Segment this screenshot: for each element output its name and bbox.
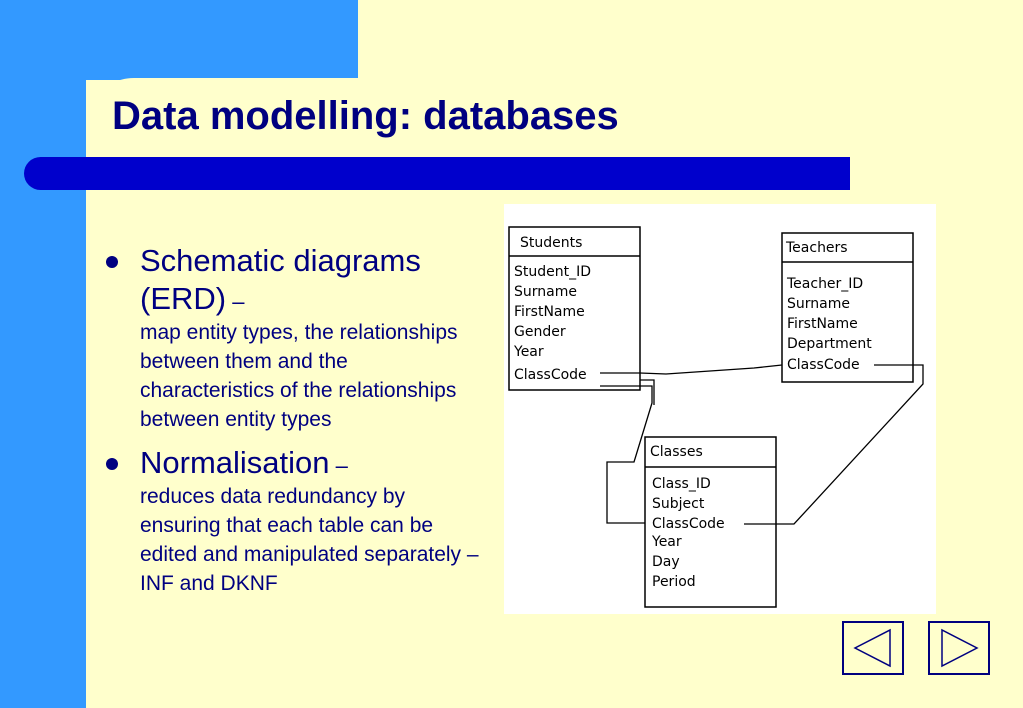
triangle-left-icon (853, 628, 891, 668)
triangle-right-icon (941, 628, 979, 668)
erd-field: Class_ID (652, 476, 711, 492)
erd-field: Day (652, 554, 680, 570)
bullet-item-normalisation: Normalisation – reduces data redundancy … (106, 444, 486, 598)
erd-field: FirstName (787, 316, 858, 332)
bullet-item-erd: Schematic diagrams (ERD) – map entity ty… (106, 242, 486, 434)
erd-table-students: Students Student_ID Surname FirstName Ge… (508, 226, 641, 391)
erd-field: Teacher_ID (786, 276, 863, 292)
erd-diagram: Students Student_ID Surname FirstName Ge… (504, 204, 936, 614)
erd-table-classes: Classes Class_ID Subject ClassCode Year … (644, 436, 777, 608)
bullet-heading: Schematic diagrams (ERD) (140, 243, 421, 316)
erd-link-students-classes-b (640, 379, 655, 405)
bullet-dash: – (226, 289, 245, 314)
erd-field: Department (787, 336, 872, 352)
background-blue-left (0, 0, 86, 708)
erd-table-title: Classes (650, 444, 703, 460)
erd-link-students-teachers (600, 364, 783, 375)
erd-field: ClassCode (787, 357, 860, 373)
title-underline-bar (24, 157, 850, 190)
bullet-dot-icon (106, 256, 118, 268)
erd-relationship-lines (600, 364, 924, 525)
erd-field: Year (513, 344, 544, 360)
bullet-list: Schematic diagrams (ERD) – map entity ty… (106, 242, 486, 608)
erd-field: Subject (652, 496, 705, 512)
bullet-dash: – (329, 453, 348, 478)
erd-table-title: Students (520, 235, 582, 251)
erd-table-teachers: Teachers Teacher_ID Surname FirstName De… (781, 232, 914, 383)
erd-field: Year (651, 534, 682, 550)
erd-field: FirstName (514, 304, 585, 320)
erd-field: ClassCode (514, 367, 587, 383)
erd-table-title: Teachers (785, 240, 848, 256)
erd-field: ClassCode (652, 516, 725, 532)
bullet-body: reduces data redundancy by ensuring that… (140, 485, 479, 595)
bullet-body: map entity types, the relationships betw… (140, 321, 458, 431)
bullet-dot-icon (106, 458, 118, 470)
slide-title: Data modelling: databases (112, 94, 619, 138)
bullet-heading: Normalisation (140, 445, 330, 480)
next-slide-button[interactable] (928, 621, 990, 675)
erd-field: Gender (514, 324, 566, 340)
erd-link-students-classes-a (600, 385, 653, 524)
erd-field: Student_ID (514, 264, 591, 280)
erd-field: Period (652, 574, 696, 590)
erd-field: Surname (787, 296, 850, 312)
previous-slide-button[interactable] (842, 621, 904, 675)
erd-field: Surname (514, 284, 577, 300)
erd-link-teachers-classes (744, 364, 924, 525)
